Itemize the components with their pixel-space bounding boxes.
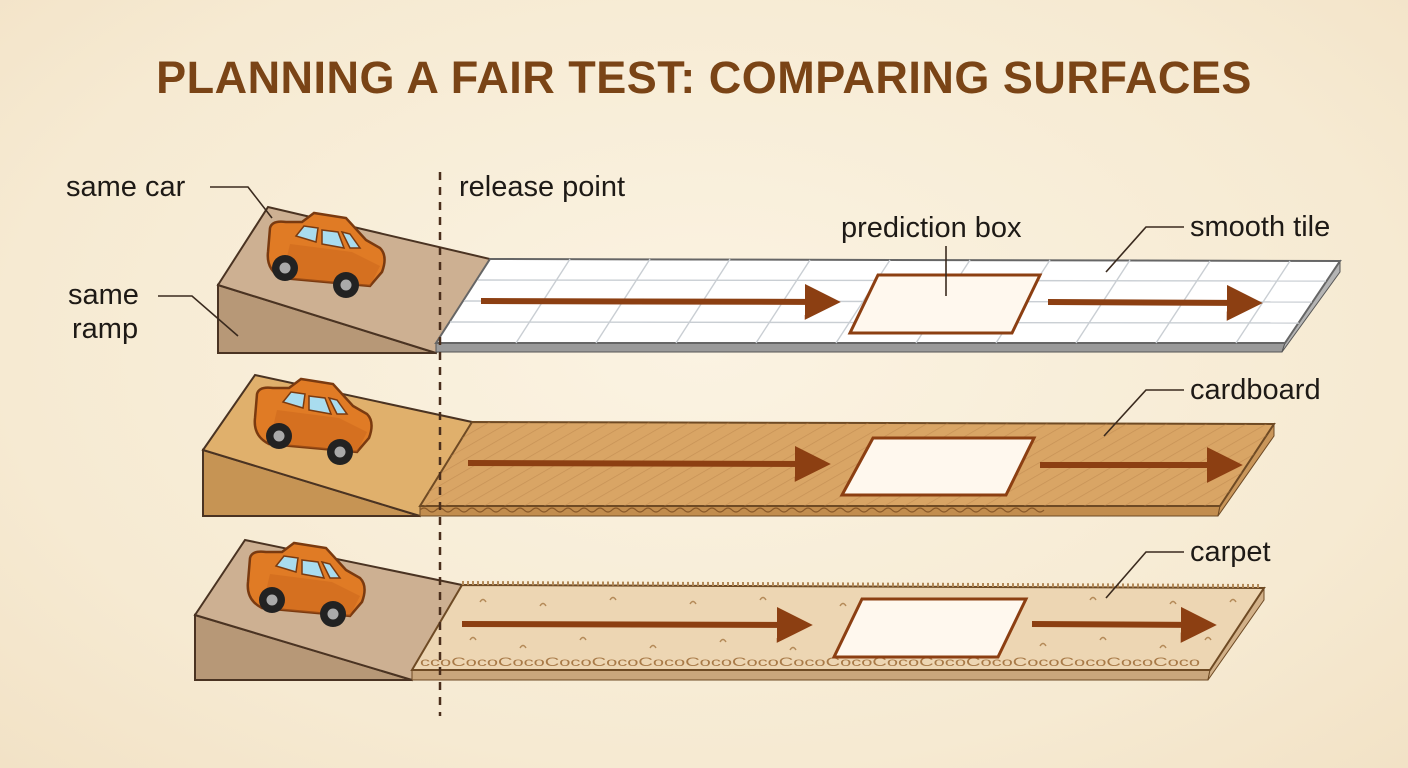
car-1 bbox=[266, 211, 386, 298]
svg-text:ccoCocoCocoCocoCocoCocoCocoCoc: ccoCocoCocoCocoCocoCocoCocoCocoCocoCocoC… bbox=[420, 655, 1201, 669]
leader-same-car bbox=[210, 186, 273, 219]
label-carpet: carpet bbox=[1190, 536, 1271, 568]
leader-lines bbox=[158, 186, 1184, 599]
track-cardboard bbox=[418, 420, 1276, 517]
label-prediction-box: prediction box bbox=[841, 212, 1022, 244]
leader-smooth-tile bbox=[1105, 226, 1184, 273]
label-smooth-tile: smooth tile bbox=[1190, 211, 1331, 243]
car-2 bbox=[253, 377, 373, 465]
track-carpet: ccoCocoCocoCocoCocoCocoCocoCocoCocoCocoC… bbox=[410, 581, 1266, 681]
row-smooth-tile bbox=[216, 205, 1342, 355]
row-carpet: ccoCocoCocoCocoCocoCocoCocoCocoCocoCocoC… bbox=[193, 538, 1266, 682]
leader-same-ramp bbox=[158, 295, 239, 337]
label-same-ramp-line1: same bbox=[68, 279, 139, 311]
leader-carpet bbox=[1105, 551, 1184, 599]
prediction-box-2 bbox=[839, 436, 1037, 497]
label-same-car: same car bbox=[66, 171, 186, 203]
prediction-box-3 bbox=[831, 597, 1029, 659]
leader-cardboard bbox=[1103, 389, 1184, 437]
label-cardboard: cardboard bbox=[1190, 374, 1321, 406]
page-title: PLANNING A FAIR TEST: COMPARING SURFACES bbox=[156, 52, 1252, 103]
label-release-point: release point bbox=[459, 171, 626, 203]
label-same-ramp-line2: ramp bbox=[72, 313, 139, 345]
prediction-box-1 bbox=[847, 273, 1043, 335]
track-smooth-tile bbox=[434, 257, 1342, 353]
row-cardboard bbox=[201, 373, 1276, 518]
car-3 bbox=[246, 541, 366, 627]
